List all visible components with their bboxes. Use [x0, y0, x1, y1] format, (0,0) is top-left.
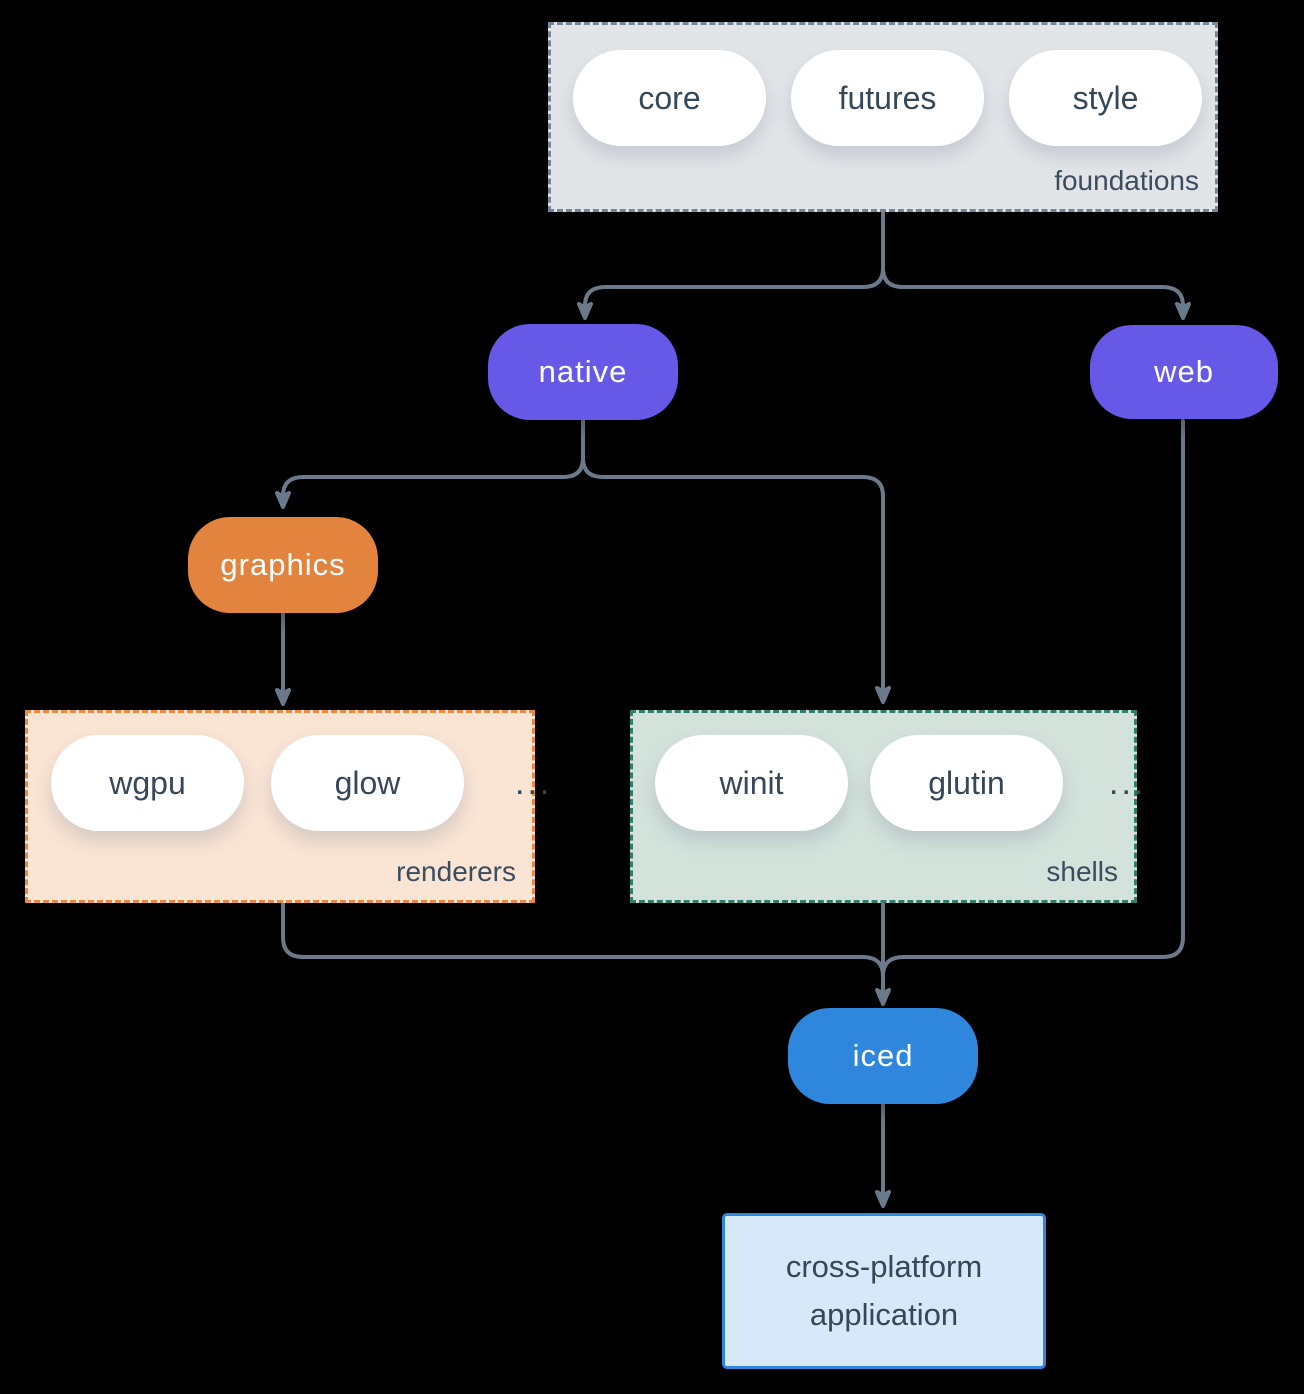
node-web-label: web: [1154, 354, 1214, 389]
shells-pill-row: winit glutin ...: [633, 713, 1146, 831]
pill-winit: winit: [655, 735, 848, 831]
application-line1: cross-platform: [785, 1248, 983, 1284]
pill-glow: glow: [271, 735, 464, 831]
group-shells: winit glutin ... shells: [630, 710, 1143, 903]
pill-glutin-label: glutin: [928, 764, 1005, 801]
node-web: web: [1090, 325, 1278, 419]
node-iced-label: iced: [852, 1038, 914, 1073]
node-iced: iced: [788, 1008, 978, 1104]
pill-winit-label: winit: [719, 764, 784, 801]
node-native: native: [488, 324, 678, 420]
pill-wgpu: wgpu: [51, 735, 244, 831]
renderers-ellipsis: ...: [515, 763, 553, 802]
arrow-native-to-graphics: [275, 456, 585, 509]
foundations-pill-row: core futures style: [551, 25, 1202, 146]
arrow-foundations-to-native: [577, 266, 885, 320]
pill-futures: futures: [791, 50, 984, 146]
pill-glow-label: glow: [334, 764, 401, 801]
pill-core: core: [573, 50, 766, 146]
arrow-foundations-to-web: [881, 266, 1191, 320]
pill-style-label: style: [1072, 79, 1139, 116]
shells-group-label: shells: [1046, 856, 1118, 887]
pill-wgpu-label: wgpu: [109, 764, 186, 801]
arrow-renderers-to-merge: [281, 902, 885, 978]
pill-style: style: [1009, 50, 1202, 146]
arrow-native-to-shells: [581, 456, 891, 704]
renderers-pill-row: wgpu glow ...: [28, 713, 552, 831]
pill-core-label: core: [638, 79, 701, 116]
pill-futures-label: futures: [838, 79, 937, 116]
arrow-web-to-merge: [881, 419, 1185, 978]
group-renderers: wgpu glow ... renderers: [25, 710, 549, 903]
foundations-group-label: foundations: [1054, 165, 1199, 196]
node-graphics-label: graphics: [220, 547, 346, 582]
renderers-group-label: renderers: [396, 856, 516, 887]
node-graphics: graphics: [188, 517, 378, 613]
group-foundations: core futures style foundations: [548, 22, 1218, 212]
shells-ellipsis: ...: [1109, 763, 1147, 802]
cross-platform-application-box: cross-platform application: [722, 1213, 1046, 1369]
node-native-label: native: [538, 354, 628, 389]
application-line2: application: [809, 1297, 959, 1332]
pill-glutin: glutin: [870, 735, 1063, 831]
